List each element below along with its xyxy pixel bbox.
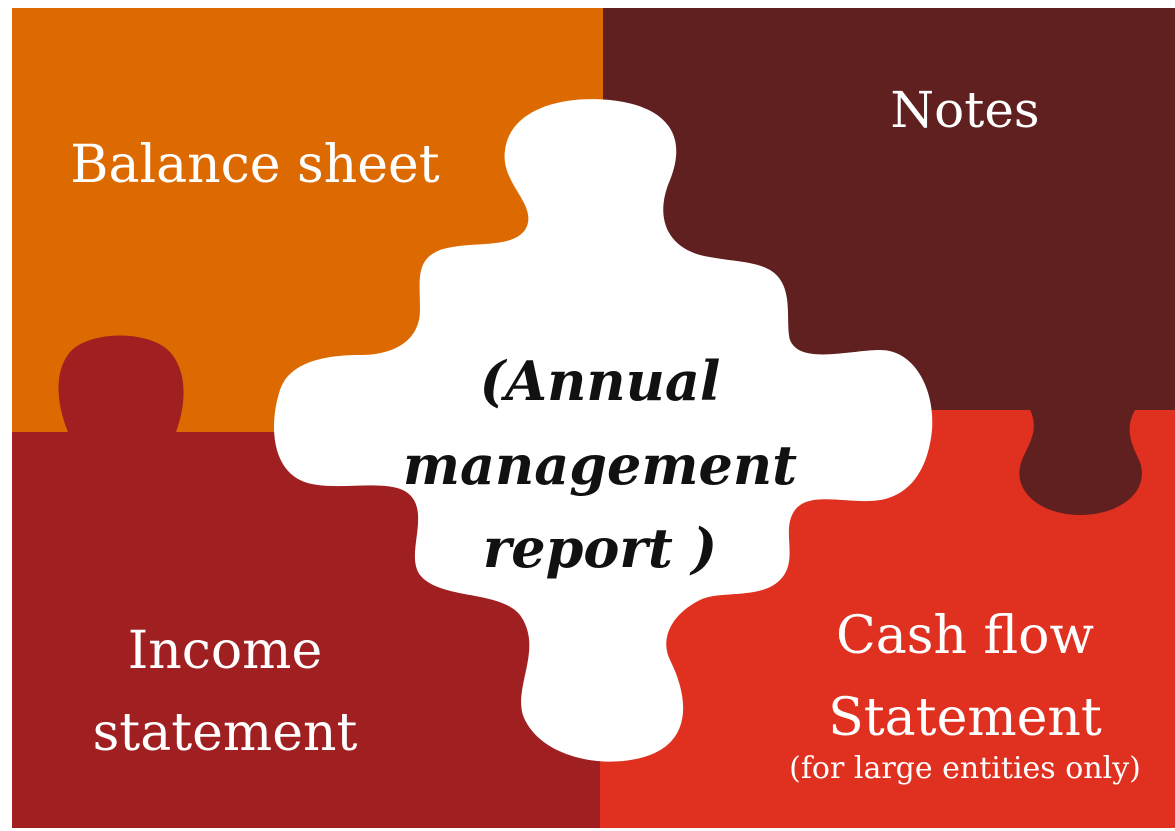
notes-knob (1019, 410, 1142, 515)
center-title-line3: report ) (482, 516, 718, 581)
center-piece (274, 99, 933, 762)
cash-flow-line1: Cash flow (836, 606, 1094, 666)
center-title-line1: (Annual (479, 349, 721, 413)
center-title-line2: management (402, 432, 798, 497)
income-statement-line2: statement (92, 703, 358, 764)
balance-sheet-label: Balance sheet (70, 135, 440, 195)
cash-flow-label: Cash flow Statement (760, 595, 1170, 759)
notes-label: Notes (890, 81, 1040, 139)
income-statement-label: Income statement (60, 610, 390, 774)
income-statement-line1: Income (127, 621, 323, 681)
cash-flow-note: (for large entities only) (789, 751, 1141, 786)
center-title: (Annual management report ) (340, 340, 860, 591)
cash-flow-line2: Statement (828, 688, 1102, 749)
